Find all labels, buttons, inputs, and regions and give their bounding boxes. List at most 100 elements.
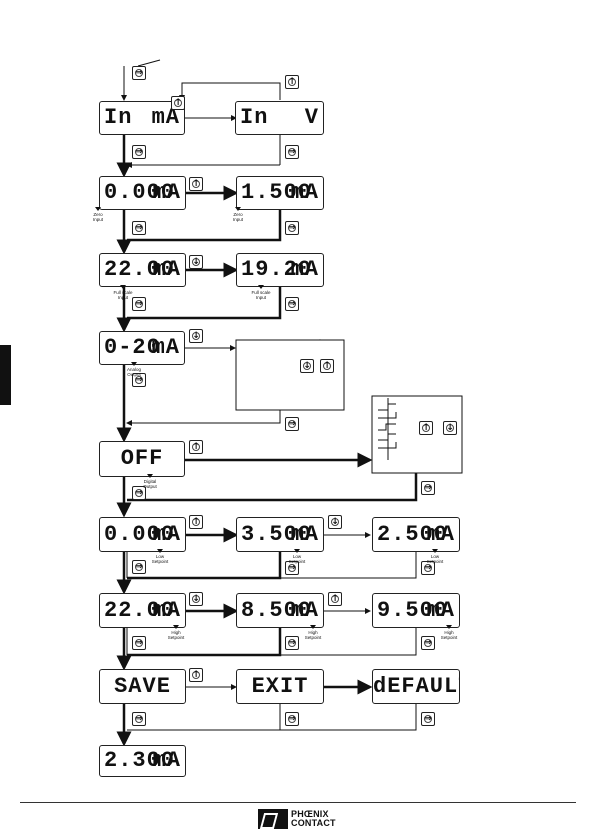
display-unit: mA <box>290 257 319 282</box>
enter-icon[interactable]: ⇒ <box>132 636 146 650</box>
enter-icon[interactable]: ⇒ <box>285 297 299 311</box>
footer-rule <box>20 802 576 803</box>
display-unit: mA <box>290 597 319 623</box>
pointer-triangle-icon <box>309 625 316 629</box>
logo-mark-icon <box>258 809 288 829</box>
display-value: In <box>240 105 269 130</box>
display-value: 0.000 <box>104 521 176 547</box>
enter-icon[interactable]: ⇒ <box>285 712 299 726</box>
display-unit: V <box>304 105 319 130</box>
display-value: 22.00 <box>104 597 176 623</box>
display-unit: mA <box>426 521 455 547</box>
enter-icon[interactable]: ⇒ <box>132 712 146 726</box>
up-arrow-icon[interactable]: ↑ <box>189 177 203 191</box>
brand-line1: PHŒNIX <box>291 809 329 819</box>
pointer-triangle-icon <box>172 625 179 629</box>
display-value: 2.500 <box>377 521 449 547</box>
up-arrow-icon[interactable]: ↑ <box>189 668 203 682</box>
up-arrow-icon[interactable]: ↑ <box>419 421 433 435</box>
analog-options-box <box>235 339 345 411</box>
label-zero-input: Zero Input <box>232 212 243 222</box>
enter-icon[interactable]: ⇒ <box>132 66 146 80</box>
enter-icon[interactable]: ⇒ <box>132 145 146 159</box>
enter-icon[interactable]: ⇒ <box>285 561 299 575</box>
display-value: 22.00 <box>104 257 176 282</box>
up-arrow-icon[interactable]: ↑ <box>328 592 342 606</box>
display-exit: EXIT <box>236 669 324 704</box>
enter-icon[interactable]: ⇒ <box>285 221 299 235</box>
label-high-setpoint: High Setpoint <box>440 630 458 640</box>
display-unit: mA <box>152 521 181 547</box>
label-digital-output: Digital Output <box>143 479 157 489</box>
display-value: 8.500 <box>241 597 313 623</box>
display-unit: mA <box>426 597 455 623</box>
enter-icon[interactable]: ⇒ <box>132 221 146 235</box>
display-default: dEFAULT <box>372 669 460 704</box>
up-arrow-icon[interactable]: ↑ <box>320 359 334 373</box>
brand-line2: CONTACT <box>291 818 336 828</box>
label-high-setpoint: High Setpoint <box>304 630 322 640</box>
display-value: EXIT <box>251 673 309 699</box>
enter-icon[interactable]: ⇒ <box>132 486 146 500</box>
enter-icon[interactable]: ⇒ <box>132 560 146 574</box>
display-unit: mA <box>290 521 319 547</box>
label-low-setpoint: Low Setpoint <box>426 554 444 564</box>
display-unit: mA <box>152 748 181 773</box>
enter-icon[interactable]: ⇒ <box>421 712 435 726</box>
up-arrow-icon[interactable]: ↑ <box>189 440 203 454</box>
display-unit: mA <box>151 335 180 360</box>
enter-icon[interactable]: ⇒ <box>285 636 299 650</box>
pointer-line <box>137 59 161 67</box>
display-value: SAVE <box>114 673 171 699</box>
display-unit: mA <box>152 597 181 623</box>
label-low-setpoint: Low Setpoint <box>288 554 306 564</box>
pointer-triangle-icon <box>156 549 163 553</box>
enter-icon[interactable]: ⇒ <box>421 481 435 495</box>
section-tab <box>0 345 11 405</box>
pointer-triangle-icon <box>234 207 241 211</box>
enter-icon[interactable]: ⇒ <box>132 297 146 311</box>
down-arrow-icon[interactable]: ↓ <box>189 329 203 343</box>
enter-icon[interactable]: ⇒ <box>421 561 435 575</box>
display-unit: mA <box>290 180 319 205</box>
down-arrow-icon[interactable]: ↓ <box>443 421 457 435</box>
down-arrow-icon[interactable]: ↓ <box>328 515 342 529</box>
display-in-v: In V <box>235 101 324 135</box>
pointer-triangle-icon <box>146 474 153 478</box>
label-high-setpoint: High Setpoint <box>167 630 185 640</box>
down-arrow-icon[interactable]: ↓ <box>189 592 203 606</box>
display-value: 2.300 <box>104 748 176 773</box>
enter-icon[interactable]: ⇒ <box>421 636 435 650</box>
up-arrow-icon[interactable]: ↑ <box>189 515 203 529</box>
enter-icon[interactable]: ⇒ <box>285 145 299 159</box>
relay-symbols-icon <box>378 398 397 460</box>
brand-logo: PHŒNIX CONTACT <box>258 808 336 830</box>
label-zero-input: Zero Input <box>92 212 103 222</box>
enter-icon[interactable]: ⇒ <box>285 417 299 431</box>
display-value: 1.500 <box>241 180 313 205</box>
down-arrow-icon[interactable]: ↓ <box>189 255 203 269</box>
display-value: dEFAULT <box>373 673 459 699</box>
pointer-triangle-icon <box>445 625 452 629</box>
up-arrow-icon[interactable]: ↑ <box>171 96 185 110</box>
display-value: In <box>104 105 133 130</box>
enter-icon[interactable]: ⇒ <box>132 373 146 387</box>
up-arrow-icon[interactable]: ↑ <box>285 75 299 89</box>
pointer-triangle-icon <box>293 549 300 553</box>
display-value: 19.20 <box>241 257 313 282</box>
display-unit: mA <box>152 257 181 282</box>
down-arrow-icon[interactable]: ↓ <box>300 359 314 373</box>
label-analog-output: Analog Output <box>126 367 141 377</box>
pointer-triangle-icon <box>119 285 126 289</box>
